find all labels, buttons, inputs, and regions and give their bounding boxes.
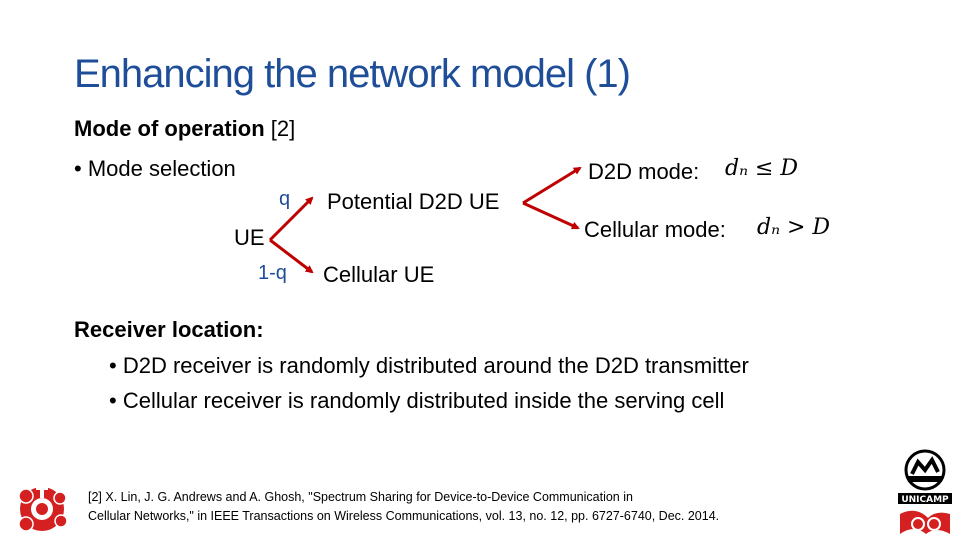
receiver-bullet-cellular: • Cellular receiver is randomly distribu…: [109, 388, 725, 413]
arrow-ue-to-d2d: [268, 196, 314, 242]
mode-section-heading: Mode of operation [2]: [74, 116, 295, 142]
slide-title: Enhancing the network model (1): [74, 52, 631, 96]
bullet-mode-selection: • Mode selection: [74, 156, 236, 181]
left-institution-logo: [18, 486, 68, 532]
receiver-bullet-d2d: • D2D receiver is randomly distributed a…: [109, 353, 749, 378]
arrow-to-cellular-mode: [522, 201, 580, 230]
ue-root-label: UE: [234, 225, 265, 250]
reference-line-1: [2] X. Lin, J. G. Andrews and A. Ghosh, …: [88, 490, 633, 504]
mode-heading-ref: [2]: [264, 116, 296, 141]
cellular-mode-label: Cellular mode:: [584, 217, 726, 242]
prob-d2d: q: [279, 188, 291, 210]
arrow-to-d2d-mode: [522, 166, 582, 205]
prob-cellular: 1-q: [258, 262, 287, 284]
cellular-ue-label: Cellular UE: [323, 262, 435, 287]
potential-d2d-ue-label: Potential D2D UE: [327, 189, 500, 214]
unicamp-logo-text: UNICAMP: [901, 495, 949, 505]
d2d-mode-condition: dₙ ≤ D: [725, 156, 799, 181]
mode-heading-text: Mode of operation: [74, 116, 265, 141]
unicamp-logo: UNICAMP: [898, 449, 952, 534]
receiver-heading: Receiver location:: [74, 317, 264, 342]
arrow-ue-to-cellular: [269, 238, 314, 274]
cellular-mode-condition: dₙ > D: [757, 215, 831, 240]
reference-line-2: Cellular Networks," in IEEE Transactions…: [88, 509, 720, 523]
d2d-mode-label: D2D mode:: [588, 159, 700, 184]
